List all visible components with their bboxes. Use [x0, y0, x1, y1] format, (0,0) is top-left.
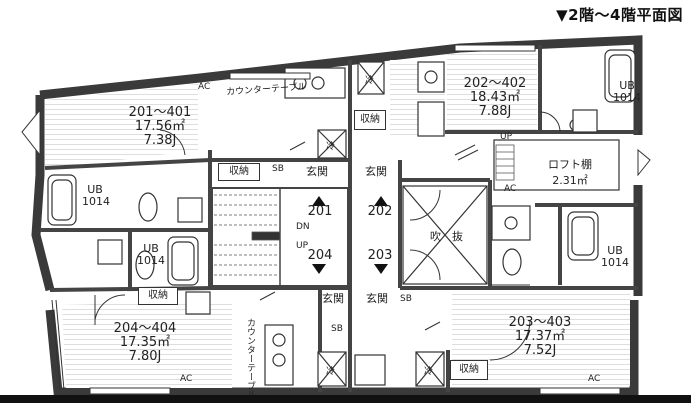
loft-area: 2.31㎡: [552, 174, 588, 187]
ac-label-204: AC: [180, 374, 193, 384]
door-201: 201: [307, 204, 333, 219]
storage-box-204: 収納: [138, 287, 178, 305]
unit-201-j: 7.38J: [143, 133, 177, 148]
up-label-loft: UP: [500, 132, 513, 142]
ac-label-202: AC: [504, 184, 517, 194]
unit-203-name: 203～403: [508, 315, 572, 330]
entrance-label-204: 玄関: [322, 292, 344, 305]
loft-name: ロフト棚: [548, 158, 592, 171]
loft-shelf-area: [493, 139, 620, 191]
door-swings: [94, 111, 561, 361]
unit-204-name: 204～404: [113, 321, 177, 336]
fridge-label-201: 冷: [326, 142, 336, 152]
unit-202-name: 202～402: [463, 76, 527, 91]
unit-201-floor: [45, 84, 198, 168]
unit-ladders: [259, 141, 479, 331]
void-label-left: 吹: [430, 230, 441, 243]
sb-label-204: SB: [331, 324, 343, 334]
sb-label-201: SB: [272, 164, 284, 174]
entrance-label-202: 玄関: [365, 165, 387, 178]
unit-201-name: 201～401: [128, 105, 192, 120]
unit-204-area: 17.35㎡: [119, 335, 171, 350]
ub-size: 1014: [82, 195, 110, 208]
door-204: 204: [307, 248, 333, 263]
unit-201-label: 201～401 17.56㎡ 7.38J: [100, 106, 220, 148]
bottom-border: [0, 395, 691, 403]
kitchen-units: [97, 61, 598, 386]
fridge-boxes: [317, 61, 445, 387]
void-area: [402, 185, 488, 285]
entrance-label-203: 玄関: [366, 292, 388, 305]
unit-203-label: 203～403 17.37㎡ 7.52J: [480, 316, 600, 358]
ub-size: 1014: [613, 91, 641, 104]
unit-203-area: 17.37㎡: [514, 329, 566, 344]
dn-label: DN: [296, 222, 310, 232]
staircase: [211, 187, 349, 287]
counter-table-label-204: カウンターテーブル: [245, 318, 255, 399]
ub-text: UB: [87, 183, 103, 196]
entrance-label-201: 玄関: [306, 165, 328, 178]
ub-text: UB: [607, 244, 623, 257]
unit-202-floor: [447, 54, 537, 132]
storage-box-201: 収納: [218, 163, 260, 181]
page-title: ▼2階～4階平面図: [556, 6, 683, 24]
unit-204-floor: [62, 300, 232, 388]
ub-label-203: UB 1014: [600, 245, 630, 269]
unit-201-area: 17.56㎡: [134, 119, 186, 134]
ub-size: 1014: [601, 256, 629, 269]
storage-box-203: 収納: [450, 360, 488, 380]
up-label-stair: UP: [296, 241, 309, 251]
ub-label-204: UB 1014: [136, 243, 166, 267]
loft-ladder: [495, 144, 515, 181]
ac-label-201: AC: [198, 82, 211, 92]
unit-202-j: 7.88J: [478, 104, 512, 119]
door-203: 203: [367, 248, 393, 263]
ub-text: UB: [619, 79, 635, 92]
unit-202-area: 18.43㎡: [469, 90, 521, 105]
fridge-label-203: 冷: [424, 367, 434, 377]
windows: [21, 44, 651, 395]
loft-label: ロフト棚 2.31㎡: [530, 156, 610, 188]
door-arrows: [312, 196, 388, 274]
sb-label-203: SB: [400, 294, 412, 304]
fridge-label-202: 冷: [365, 76, 375, 86]
void-label-right: 抜: [452, 230, 463, 243]
fridge-label-204: 冷: [326, 367, 336, 377]
door-202: 202: [367, 204, 393, 219]
bathtubs: [47, 49, 636, 286]
storage-box-202: 収納: [354, 110, 386, 130]
ub-label-202: UB 1014: [612, 80, 642, 104]
unit-203-j: 7.52J: [523, 343, 557, 358]
ub-label-201: UB 1014: [82, 183, 110, 208]
ub-size: 1014: [137, 254, 165, 267]
unit-202-label: 202～402 18.43㎡ 7.88J: [440, 77, 550, 119]
unit-204-label: 204～404 17.35㎡ 7.80J: [85, 322, 205, 364]
unit-204-j: 7.80J: [128, 349, 162, 364]
ub-text: UB: [143, 242, 159, 255]
ac-label-203: AC: [588, 374, 601, 384]
